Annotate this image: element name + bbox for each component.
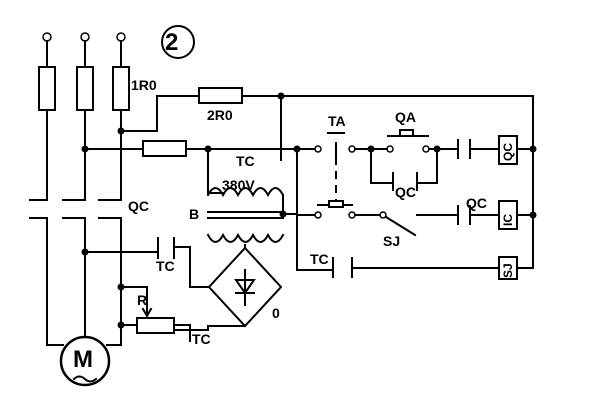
transformer-primary-coil — [206, 187, 285, 198]
coil-ic-label: IC — [501, 214, 515, 226]
tc-top-label: TC — [236, 153, 255, 169]
transformer-b-label: B — [189, 206, 199, 222]
control-fuse — [142, 140, 187, 157]
resistor-2r0-circuit — [117, 87, 534, 135]
motor: M — [59, 335, 111, 387]
main-contactor-qc — [29, 199, 122, 219]
supply-terminal-l2 — [80, 32, 90, 42]
control-feed — [81, 95, 301, 194]
tc-mid-label: TC — [156, 258, 175, 274]
transformer-voltage-label: 380V — [222, 177, 255, 193]
qc-left-label: QC — [128, 198, 149, 214]
resistor-r — [136, 317, 175, 334]
qc-under-qa-label: QC — [395, 184, 416, 200]
bridge-rectifier — [173, 244, 283, 331]
fuse-l1 — [38, 66, 56, 111]
motor-circle — [59, 335, 111, 387]
coil-sj — [498, 256, 518, 280]
coil-sj-label: SJ — [501, 263, 515, 278]
supply-terminal-l3 — [116, 32, 126, 42]
ta-label: TA — [328, 113, 346, 129]
tc-ctrl-label: TC — [310, 251, 329, 267]
coil-qc-label: QC — [501, 143, 515, 161]
transformer-secondary-coil — [206, 232, 285, 243]
fuse-1r0-label: 1R0 — [131, 77, 157, 93]
tc-bottom-label: TC — [192, 331, 211, 347]
motor-feed — [46, 217, 191, 346]
resistor-2r0-label: 2R0 — [207, 107, 233, 123]
resistor-r-label: R — [137, 292, 147, 308]
bridge-zero-label: 0 — [272, 305, 280, 321]
rectifier-diode — [234, 279, 256, 295]
qa-label: QA — [395, 109, 416, 125]
sj-label: SJ — [383, 233, 400, 249]
circle-number-ring — [161, 25, 195, 59]
supply-lines — [46, 40, 122, 201]
resistor-2r0 — [198, 87, 243, 104]
fuse-l3 — [112, 66, 130, 111]
supply-terminals — [42, 32, 126, 42]
qc-aux-label: QC — [466, 195, 487, 211]
supply-fuses — [38, 66, 130, 111]
control-circuit — [296, 95, 537, 280]
motor-label: M — [73, 346, 93, 373]
fuse-l2 — [76, 66, 94, 111]
circle-number: 2 — [165, 29, 178, 56]
supply-terminal-l1 — [42, 32, 52, 42]
transformer-b — [206, 187, 298, 243]
